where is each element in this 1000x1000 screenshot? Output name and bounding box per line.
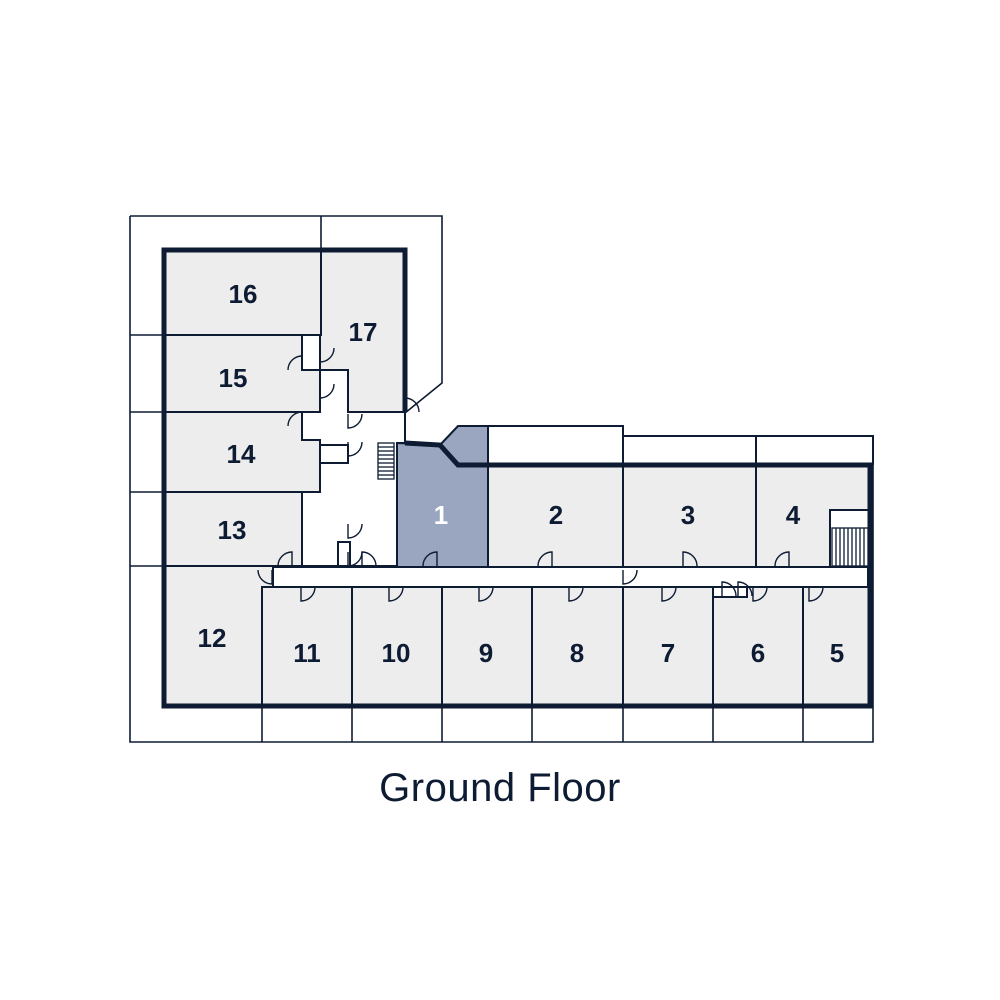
unit-10[interactable] — [351, 586, 443, 707]
door-icon — [682, 551, 698, 567]
main-corridor — [272, 566, 869, 588]
shaft — [319, 444, 349, 464]
building-envelope — [161, 247, 873, 709]
unit-2[interactable] — [487, 464, 624, 568]
door-icon — [347, 523, 363, 539]
unit-14[interactable] — [163, 411, 321, 493]
shaft — [712, 586, 748, 598]
door-icon — [257, 569, 273, 585]
doors — [257, 347, 824, 602]
door-icon — [661, 586, 677, 602]
shaft — [337, 541, 351, 567]
unit-7[interactable] — [622, 586, 714, 707]
north-terrace-outline — [130, 215, 443, 414]
door-icon — [422, 551, 438, 567]
door-icon — [287, 355, 303, 371]
door-icon — [737, 581, 753, 597]
balcony-unit-4 — [755, 435, 874, 465]
unit-6[interactable] — [712, 586, 804, 707]
door-icon — [568, 586, 584, 602]
floor-title: Ground Floor — [379, 766, 621, 810]
unit-15[interactable] — [163, 334, 321, 413]
door-icon — [361, 551, 377, 567]
door-icon — [774, 551, 790, 567]
door-icon — [752, 586, 768, 602]
unit-5[interactable] — [802, 586, 871, 707]
door-icon — [319, 383, 335, 399]
unit-12[interactable] — [163, 565, 274, 707]
door-icon — [808, 586, 824, 602]
units — [163, 249, 871, 707]
balcony-unit-2 — [487, 425, 624, 465]
door-icon — [277, 551, 293, 567]
unit-8[interactable] — [531, 586, 624, 707]
door-icon — [300, 586, 316, 602]
door-icon — [721, 581, 737, 597]
door-icon — [478, 586, 494, 602]
unit-16[interactable] — [163, 249, 322, 336]
unit-9[interactable] — [441, 586, 533, 707]
stairs-icon — [377, 442, 395, 480]
door-icon — [319, 347, 335, 363]
west-south-terrace-outline — [129, 216, 874, 743]
door-icon — [622, 569, 638, 585]
door-icon — [537, 551, 553, 567]
door-icon — [388, 586, 404, 602]
balcony-unit-3 — [622, 435, 757, 465]
door-icon — [287, 411, 303, 427]
balconies — [129, 215, 874, 743]
unit-3[interactable] — [622, 464, 757, 568]
unit-13[interactable] — [163, 491, 303, 567]
stairs-icon — [831, 527, 869, 567]
door-icon — [347, 441, 363, 457]
unit-11[interactable] — [261, 586, 353, 707]
door-icon — [347, 413, 363, 429]
